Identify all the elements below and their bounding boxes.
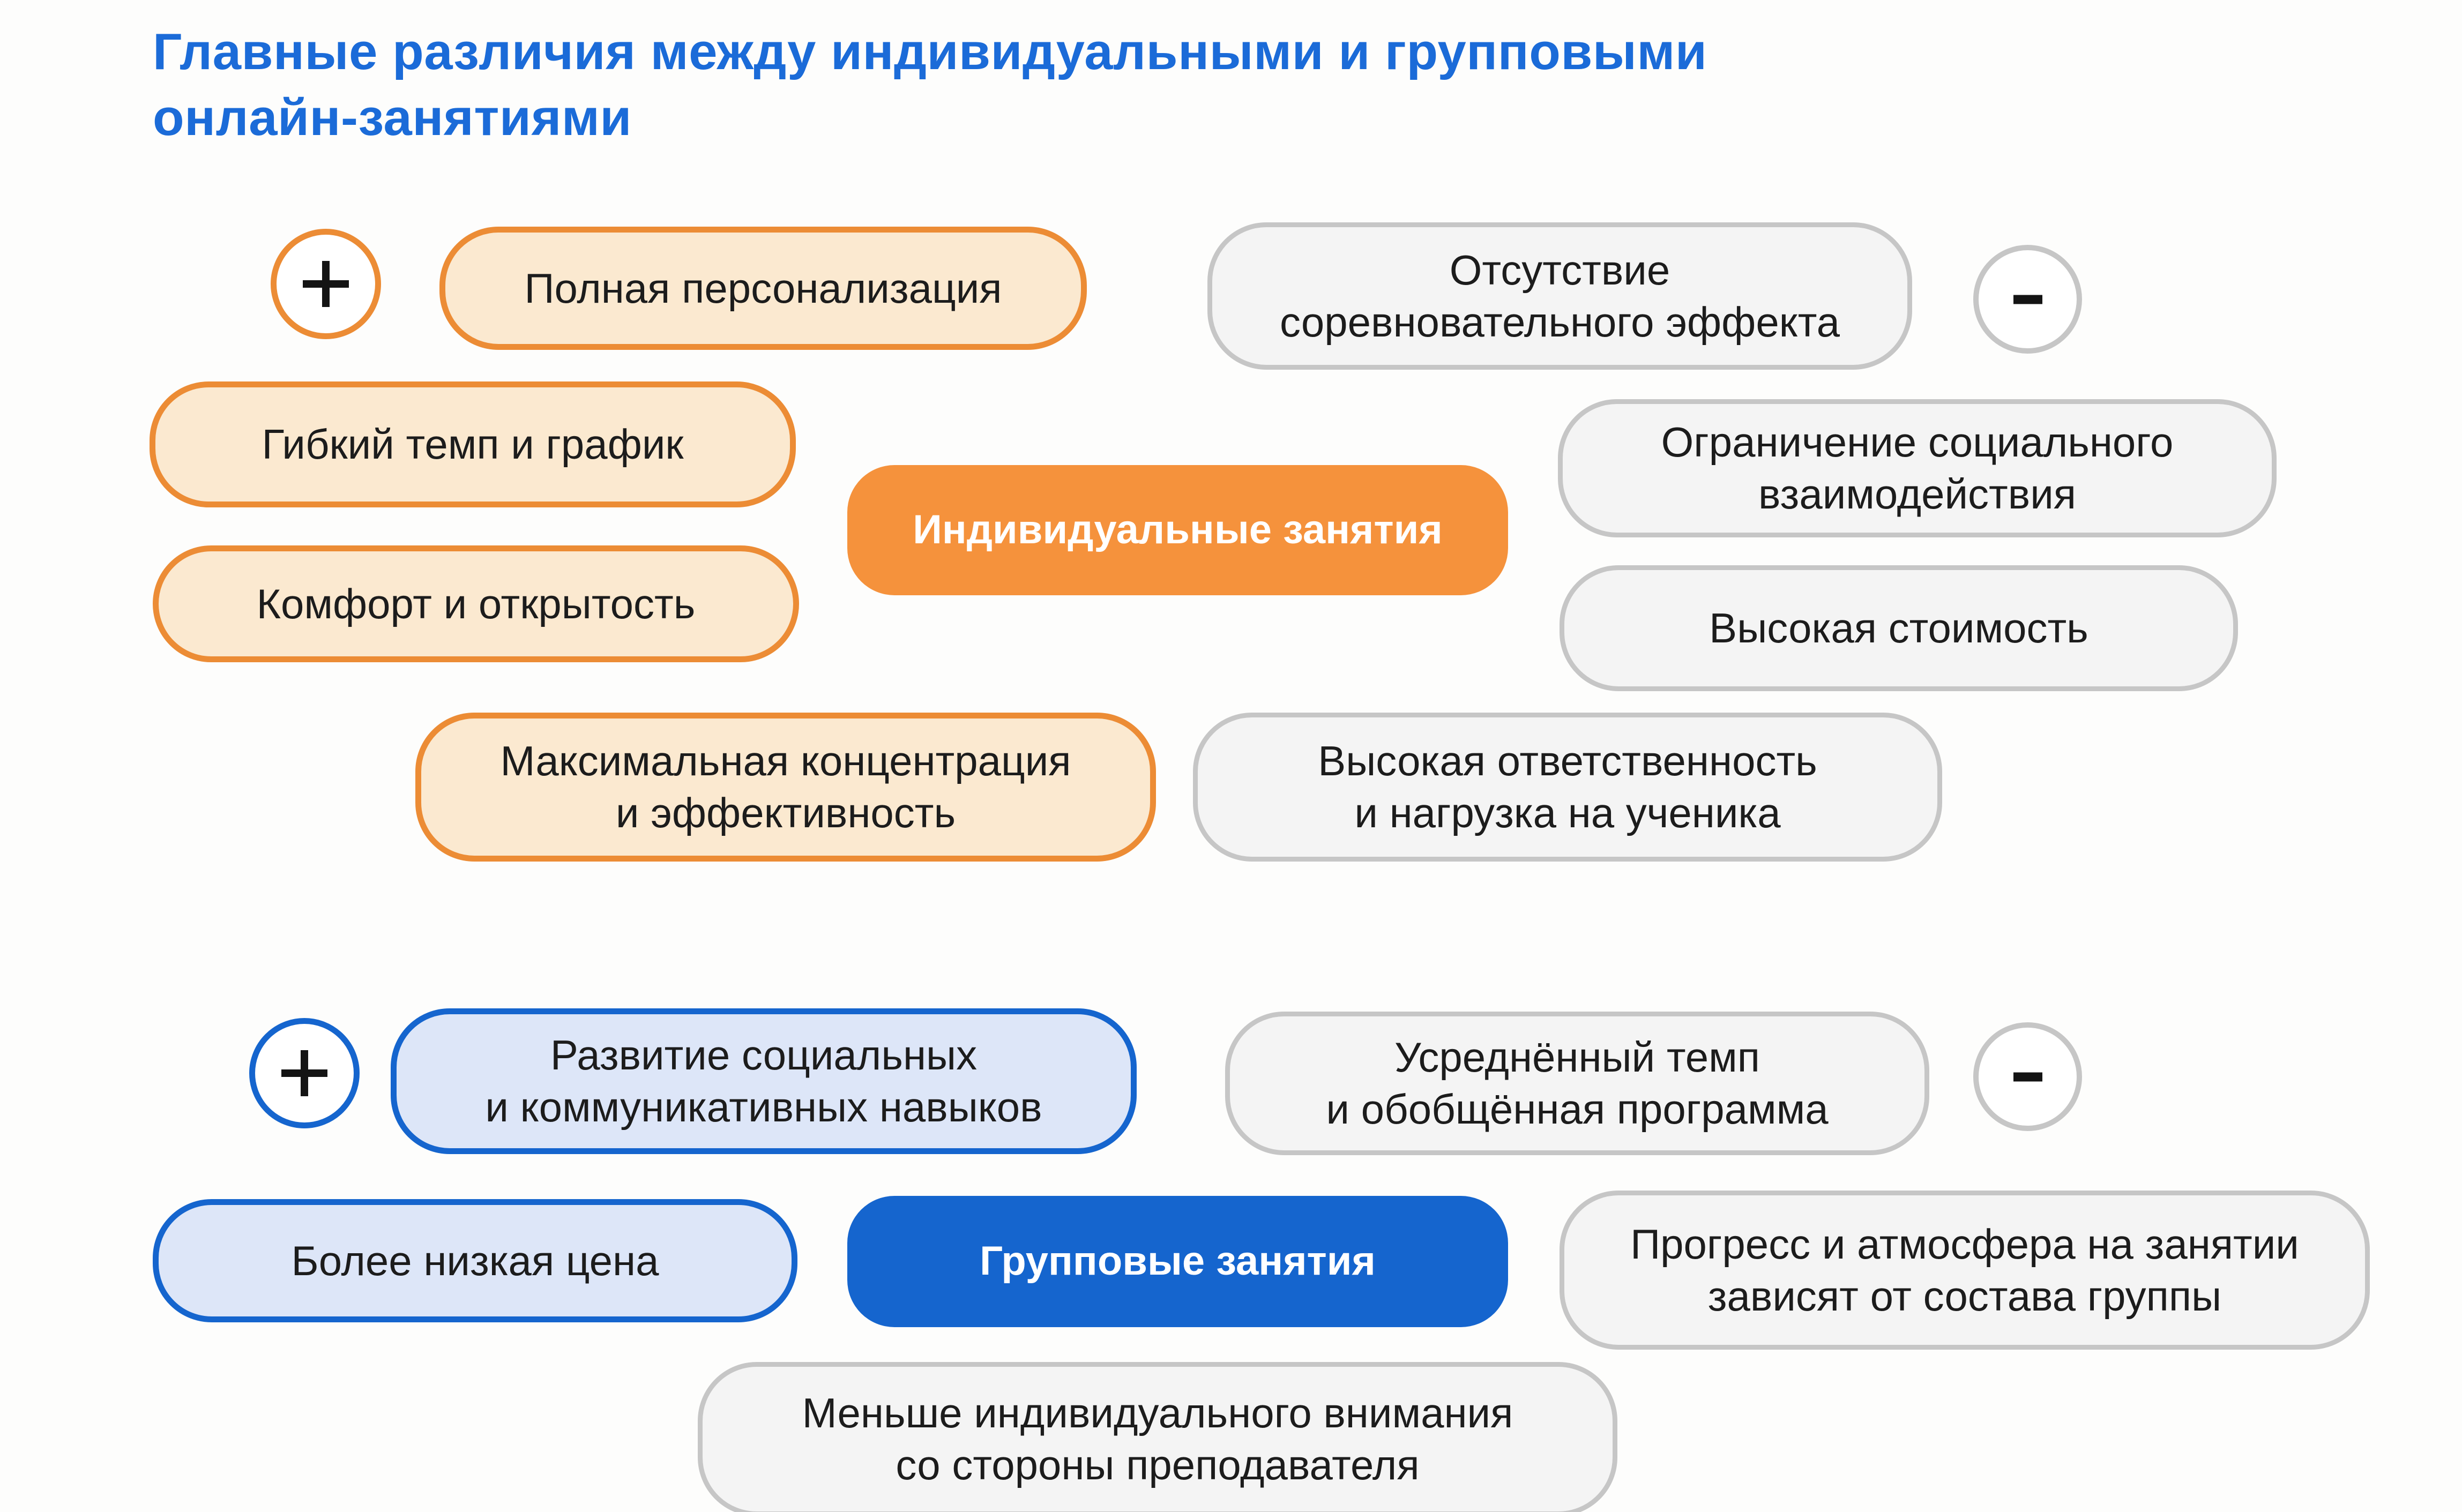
minus-icon bbox=[1973, 245, 2082, 354]
con-pill-less-individual-attention: Меньше индивидуального внимания со сторо… bbox=[698, 1362, 1617, 1512]
minus-icon-bar bbox=[2013, 1072, 2042, 1081]
minus-icon bbox=[1973, 1022, 2082, 1131]
con-pill-no-competition: Отсутствие соревновательного эффекта bbox=[1207, 222, 1912, 370]
pro-pill-flexible-pace: Гибкий темп и график bbox=[150, 381, 796, 507]
con-pill-high-cost: Высокая стоимость bbox=[1560, 565, 2238, 691]
plus-icon-bar-vertical bbox=[322, 261, 330, 307]
plus-icon bbox=[249, 1018, 360, 1128]
con-pill-averaged-pace: Усреднённый темп и обобщённая программа bbox=[1225, 1012, 1929, 1155]
pro-pill-max-concentration: Максимальная концентрация и эффективност… bbox=[415, 713, 1156, 862]
pro-pill-lower-price: Более низкая цена bbox=[153, 1199, 797, 1322]
page-title: Главные различия между индивидуальными и… bbox=[153, 23, 1707, 146]
center-pill-group: Групповые занятия bbox=[847, 1196, 1508, 1327]
con-pill-social-limitation: Ограничение социального взаимодействия bbox=[1558, 399, 2277, 537]
con-pill-high-responsibility: Высокая ответственность и нагрузка на уч… bbox=[1193, 713, 1942, 862]
plus-icon-bar-vertical bbox=[301, 1050, 308, 1096]
pro-pill-full-personalization: Полная персонализация bbox=[439, 227, 1087, 350]
center-pill-individual: Индивидуальные занятия bbox=[847, 465, 1508, 595]
plus-icon bbox=[271, 229, 381, 339]
pro-pill-comfort: Комфорт и открытость bbox=[153, 545, 799, 662]
pro-pill-social-skills: Развитие социальных и коммуникативных на… bbox=[391, 1008, 1137, 1154]
minus-icon-bar bbox=[2013, 295, 2042, 304]
con-pill-progress-depends-on-group: Прогресс и атмосфера на занятии зависят … bbox=[1560, 1191, 2370, 1350]
